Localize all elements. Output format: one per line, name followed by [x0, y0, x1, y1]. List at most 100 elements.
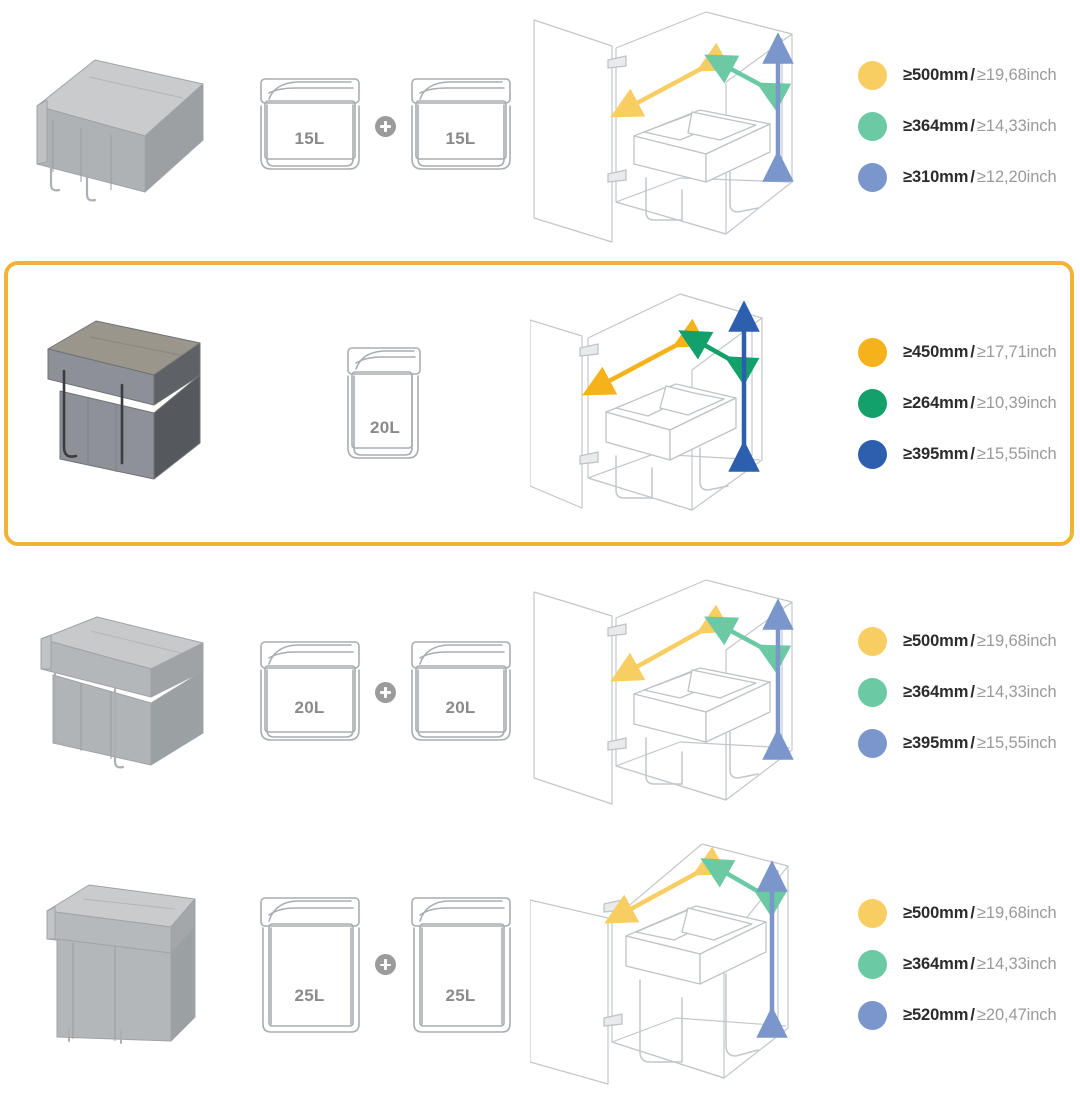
- legend-text: ≥395mm/≥15,55inch: [903, 445, 1057, 464]
- cabinet-diagram-cell: [520, 556, 840, 828]
- bin-outline-icon: [259, 896, 360, 1033]
- product-photo-cell: [0, 556, 250, 828]
- bin-outline-icon: [410, 640, 511, 741]
- legend-inch-value: ≥14,33inch: [976, 682, 1057, 701]
- legend-cell: ≥500mm/≥19,68inch ≥364mm/≥14,33inch ≥395…: [840, 556, 1080, 828]
- legend-inch-value: ≥19,68inch: [976, 65, 1057, 84]
- legend-separator: /: [970, 955, 975, 973]
- legend-mm-value: ≥364mm: [903, 955, 969, 973]
- legend-mm-value: ≥500mm: [903, 65, 969, 84]
- legend-item: ≥364mm/≥14,33inch: [858, 111, 1080, 141]
- legend-mm-value: ≥364mm: [903, 116, 969, 135]
- legend-separator: /: [970, 342, 975, 361]
- legend-color-dot-height: [858, 162, 887, 192]
- legend-text: ≥310mm/≥12,20inch: [903, 168, 1057, 187]
- legend-color-dot-height: [858, 728, 887, 758]
- legend-cell: ≥500mm/≥19,68inch ≥364mm/≥14,33inch ≥520…: [840, 836, 1080, 1093]
- legend-item: ≥364mm/≥14,33inch: [858, 677, 1080, 707]
- bin-icon: 20L: [340, 336, 430, 471]
- legend-text: ≥364mm/≥14,33inch: [903, 117, 1057, 136]
- legend-cell: ≥500mm/≥19,68inch ≥364mm/≥14,33inch ≥310…: [840, 0, 1080, 252]
- legend-separator: /: [970, 393, 975, 412]
- product-photo-20l: [30, 313, 220, 493]
- legend-separator: /: [970, 733, 975, 752]
- legend-color-dot-width: [858, 899, 887, 928]
- legend-inch-value: ≥19,68inch: [976, 631, 1057, 650]
- product-photo-cell: [0, 836, 250, 1093]
- legend-text: ≥364mm/≥14,33inch: [903, 955, 1057, 974]
- bin-icon: 15L: [406, 71, 516, 181]
- cabinet-diagram: [533, 11, 794, 243]
- product-photo-15l: [25, 44, 225, 209]
- legend-color-dot-depth: [858, 388, 887, 418]
- product-photo-cell: [0, 258, 250, 548]
- bin-outline-icon: [410, 896, 511, 1033]
- legend-item: ≥364mm/≥14,33inch: [858, 950, 1080, 979]
- legend-text: ≥364mm/≥14,33inch: [903, 683, 1057, 702]
- legend-color-dot-height: [858, 439, 887, 469]
- legend-inch-value: ≥19,68inch: [976, 904, 1057, 922]
- legend-mm-value: ≥264mm: [903, 393, 969, 412]
- legend-separator: /: [970, 631, 975, 650]
- legend-color-dot-height: [858, 1001, 887, 1030]
- product-photo-cell: [0, 0, 250, 252]
- bin-icon: 20L: [406, 634, 516, 751]
- legend-color-dot-depth: [858, 950, 887, 979]
- legend-inch-value: ≥15,55inch: [976, 733, 1057, 752]
- legend-item: ≥395mm/≥15,55inch: [858, 439, 1080, 469]
- legend-text: ≥500mm/≥19,68inch: [903, 904, 1057, 923]
- bin-capacity-label: 20L: [370, 417, 400, 437]
- legend-separator: /: [970, 682, 975, 701]
- bin-capacity-label: 20L: [294, 697, 325, 717]
- legend-item: ≥310mm/≥12,20inch: [858, 162, 1080, 192]
- cabinet-diagram: [530, 293, 763, 511]
- legend-mm-value: ≥500mm: [903, 631, 969, 650]
- legend-color-dot-depth: [858, 677, 887, 707]
- legend-item: ≥500mm/≥19,68inch: [858, 626, 1080, 656]
- bin-capacity-cell: 20L: [250, 258, 520, 548]
- bin-icon: 15L: [255, 71, 365, 181]
- legend-inch-value: ≥20,47inch: [976, 1006, 1057, 1024]
- bin-capacity-label: 20L: [445, 697, 476, 717]
- legend-mm-value: ≥364mm: [903, 682, 969, 701]
- plus-icon: [374, 954, 396, 975]
- bin-icon: 20L: [255, 634, 365, 751]
- legend-mm-value: ≥395mm: [903, 733, 969, 752]
- legend-separator: /: [970, 65, 975, 84]
- legend-text: ≥395mm/≥15,55inch: [903, 734, 1057, 753]
- legend-separator: /: [970, 167, 975, 186]
- legend-separator: /: [970, 116, 975, 135]
- legend-inch-value: ≥17,71inch: [976, 342, 1057, 361]
- bin-outline-icon: [347, 346, 421, 459]
- bin-unit-render: [36, 59, 204, 201]
- cabinet-diagram-cell: [520, 258, 840, 548]
- legend-separator: /: [970, 904, 975, 922]
- legend-item: ≥500mm/≥19,68inch: [858, 60, 1080, 90]
- bin-capacity-label: 25L: [294, 985, 325, 1005]
- legend-mm-value: ≥520mm: [903, 1006, 969, 1024]
- spec-row: 15L 15L: [0, 0, 1080, 252]
- legend-color-dot-width: [858, 337, 887, 367]
- legend-text: ≥450mm/≥17,71inch: [903, 343, 1057, 362]
- bin-capacity-label: 25L: [445, 985, 476, 1005]
- legend-item: ≥520mm/≥20,47inch: [858, 1001, 1080, 1030]
- legend-inch-value: ≥15,55inch: [976, 444, 1057, 463]
- spec-row: 20L 20L: [0, 556, 1080, 828]
- bin-icon: 25L: [255, 890, 365, 1040]
- cabinet-diagram-cell: [520, 836, 840, 1093]
- bin-unit-render: [46, 884, 196, 1044]
- legend-item: ≥264mm/≥10,39inch: [858, 388, 1080, 418]
- bin-capacity-cell: 15L 15L: [250, 0, 520, 252]
- bin-capacity-label: 15L: [445, 129, 476, 148]
- cabinet-diagram: [530, 842, 789, 1085]
- legend-text: ≥500mm/≥19,68inch: [903, 66, 1057, 85]
- plus-icon: [374, 115, 396, 137]
- cabinet-diagram: [533, 578, 794, 805]
- legend-item: ≥500mm/≥19,68inch: [858, 899, 1080, 928]
- product-photo-25l-25l: [35, 877, 215, 1052]
- bin-capacity-cell: 20L 20L: [250, 556, 520, 828]
- cabinet-diagram-cell: [520, 0, 840, 252]
- legend-separator: /: [970, 444, 975, 463]
- legend-mm-value: ≥500mm: [903, 904, 969, 922]
